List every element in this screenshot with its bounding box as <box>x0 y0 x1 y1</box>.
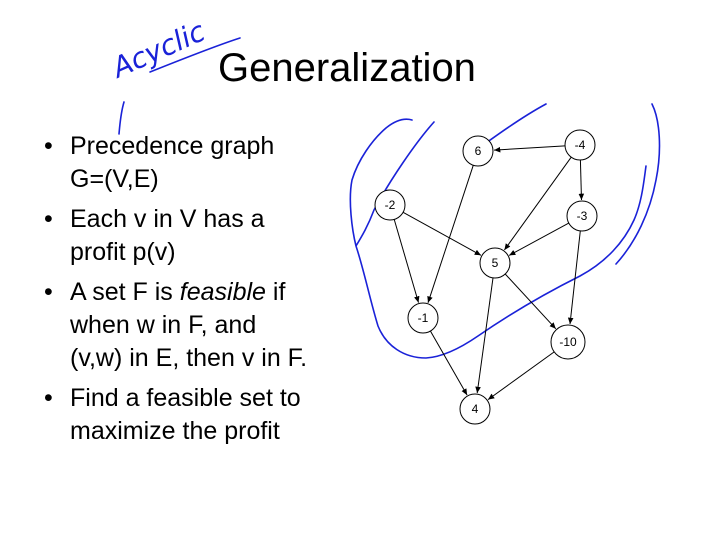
bullet-line: G=(V,E) <box>70 165 159 193</box>
bullet-list: Precedence graph G=(V,E) Each v in V has… <box>40 130 360 455</box>
graph-edge <box>504 273 557 330</box>
ink-cut-curves <box>349 103 661 359</box>
graph-nodes: 6 -4 -2 -3 5 -1 -10 4 <box>374 129 598 425</box>
bullet-line: profit p(v) <box>70 238 176 266</box>
graph-edge <box>427 165 474 303</box>
graph-edge <box>402 211 482 256</box>
node-label: 6 <box>475 144 482 158</box>
node-label: -1 <box>418 311 429 325</box>
graph-edges <box>393 145 585 401</box>
graph-node: -1 <box>407 302 439 334</box>
bullet-line: A set F is feasible if <box>70 276 360 309</box>
node-label: -2 <box>385 198 396 212</box>
bullet-text: A set F is <box>70 278 180 306</box>
graph-edge <box>503 156 572 251</box>
bullet-line: Precedence graph <box>70 132 275 160</box>
ink-curve <box>615 103 661 265</box>
graph-edge <box>429 330 468 396</box>
node-circle <box>566 200 598 232</box>
bullet-line: Find a feasible set to <box>70 384 301 412</box>
annotation-text: Acyclic <box>106 14 211 85</box>
node-circle <box>550 324 586 360</box>
bullet-item: Find a feasible set to maximize the prof… <box>40 382 360 448</box>
bullet-line: Each v in V has a <box>70 205 265 233</box>
bullet-line: when w in F, and <box>70 311 257 339</box>
graph-node: -3 <box>566 200 598 232</box>
node-circle <box>462 135 494 167</box>
graph-edge <box>567 230 581 325</box>
graph-node: -4 <box>564 129 596 161</box>
graph-edge <box>508 222 570 256</box>
bullet-line: maximize the profit <box>70 417 280 445</box>
node-label: 4 <box>472 402 479 416</box>
annotation-tick <box>118 101 125 135</box>
graph-edge <box>475 277 494 394</box>
bullet-line: (v,w) in E, then v in F. <box>70 344 308 372</box>
node-circle <box>564 129 596 161</box>
graph-node: 5 <box>479 247 511 279</box>
emphasis-text: feasible <box>179 278 266 306</box>
bullet-item: A set F is feasible if when w in F, and … <box>40 276 360 375</box>
bullet-text: if <box>265 278 286 306</box>
annotation-underline <box>149 37 241 73</box>
bullet-item: Precedence graph G=(V,E) <box>40 130 360 196</box>
graph-edge <box>393 219 420 303</box>
node-circle <box>374 189 406 221</box>
graph-node: 6 <box>462 135 494 167</box>
handwritten-annotation: Acyclic <box>106 14 241 135</box>
graph-node: -10 <box>550 324 586 360</box>
node-label: -4 <box>575 138 586 152</box>
node-label: -10 <box>559 335 577 349</box>
bullet-item: Each v in V has a profit p(v) <box>40 203 360 269</box>
node-label: 5 <box>492 256 499 270</box>
graph-edge <box>493 145 566 153</box>
node-circle <box>407 302 439 334</box>
graph-node: -2 <box>374 189 406 221</box>
graph-edge <box>487 351 555 401</box>
node-label: -3 <box>577 209 588 223</box>
graph-node: 4 <box>459 393 491 425</box>
slide-title: Generalization <box>218 46 476 90</box>
graph-edge <box>578 159 585 201</box>
node-circle <box>459 393 491 425</box>
node-circle <box>479 247 511 279</box>
ink-curve <box>349 118 647 359</box>
